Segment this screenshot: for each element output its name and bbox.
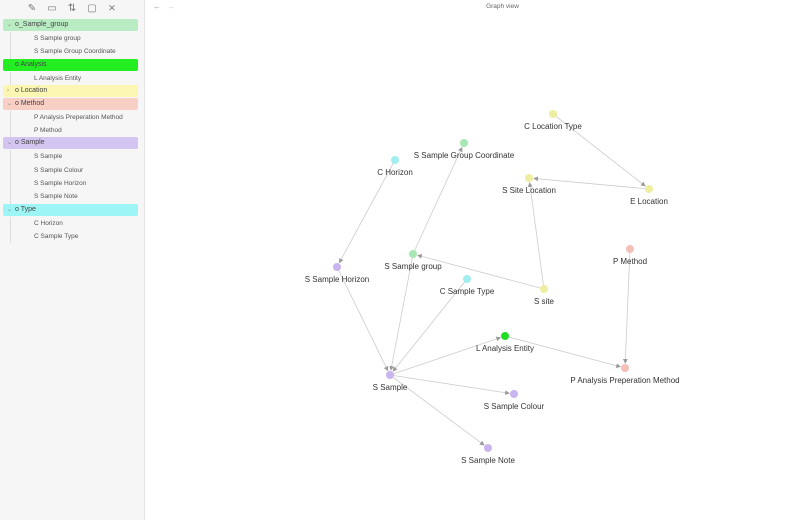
- file-item[interactable]: S Sample Horizon: [10, 177, 144, 191]
- file-item[interactable]: L Analysis Entity: [10, 71, 144, 85]
- graph-edge: [336, 266, 389, 372]
- folder-label: o Analysis: [15, 60, 47, 68]
- graph-node-label[interactable]: S site: [534, 297, 555, 306]
- graph-edge: [389, 336, 502, 376]
- back-arrow-icon[interactable]: ←: [153, 2, 161, 11]
- graph-node-label[interactable]: C Horizon: [377, 168, 413, 177]
- folder-0[interactable]: ⌄o_Sample_group: [3, 19, 138, 31]
- graph-node-label[interactable]: C Sample Type: [440, 287, 495, 296]
- file-item[interactable]: S Sample Colour: [10, 163, 144, 178]
- graph-node[interactable]: [463, 275, 471, 283]
- graph-node-label[interactable]: S Sample group: [384, 262, 442, 271]
- graph-edge: [389, 374, 485, 446]
- graph-node-label[interactable]: E Location: [630, 197, 668, 206]
- graph-node-label[interactable]: S Sample Colour: [484, 402, 545, 411]
- graph-node[interactable]: [501, 332, 509, 340]
- graph-node[interactable]: [540, 285, 548, 293]
- graph-node[interactable]: [626, 245, 634, 253]
- file-item[interactable]: C Horizon: [10, 216, 144, 230]
- graph-node-label[interactable]: C Location Type: [524, 122, 582, 131]
- graph-edge: [504, 335, 621, 369]
- graph-node-label[interactable]: P Method: [613, 257, 647, 266]
- graph-node[interactable]: [549, 110, 557, 118]
- folder-5[interactable]: ⌄o Type: [3, 203, 138, 216]
- folder-3[interactable]: ⌄o Method: [3, 97, 138, 110]
- file-item[interactable]: S Sample Note: [10, 190, 144, 204]
- graph-node[interactable]: [645, 185, 653, 193]
- graph-edge: [552, 113, 646, 187]
- graph-node[interactable]: [460, 139, 468, 147]
- graph-edge: [622, 248, 631, 364]
- file-item[interactable]: S Sample Group Coordinate: [10, 45, 144, 59]
- chevron-down-icon[interactable]: ⌄: [7, 206, 13, 213]
- folder-label: o Type: [15, 205, 36, 213]
- sort-icon[interactable]: ⇅: [67, 3, 77, 14]
- new-note-icon[interactable]: ✎: [27, 3, 37, 14]
- graph-node[interactable]: [621, 364, 629, 372]
- folder-label: o Method: [15, 99, 45, 107]
- graph-node-label[interactable]: S Sample Group Coordinate: [414, 151, 515, 160]
- graph-edge: [412, 146, 463, 255]
- folder-label: o_Sample_group: [15, 21, 69, 28]
- graph-edge: [533, 176, 650, 190]
- graph-header: ← → Graph view: [145, 0, 800, 14]
- collapse-panel-icon[interactable]: ▢: [87, 3, 97, 14]
- chevron-down-icon[interactable]: ⌄: [7, 140, 13, 147]
- file-item[interactable]: P Analysis Preperation Method: [10, 110, 144, 125]
- graph-edge: [417, 254, 545, 290]
- graph-node[interactable]: [484, 444, 492, 452]
- chevron-down-icon[interactable]: ⌄: [7, 100, 13, 107]
- new-folder-icon[interactable]: ▭: [47, 3, 57, 14]
- graph-edge: [392, 278, 468, 372]
- folder-label: o Location: [15, 86, 48, 94]
- graph-edge: [339, 159, 396, 264]
- graph-node[interactable]: [409, 250, 417, 258]
- graph-node-label[interactable]: S Sample Note: [461, 456, 515, 465]
- graph-node-label[interactable]: L Analysis Entity: [476, 344, 534, 353]
- collapse-all-icon[interactable]: ⨯: [107, 3, 117, 14]
- view-title: Graph view: [486, 3, 519, 10]
- chevron-down-icon[interactable]: ⌄: [7, 22, 13, 28]
- graph-node[interactable]: [525, 174, 533, 182]
- graph-node-label[interactable]: S Site Location: [502, 186, 556, 195]
- forward-arrow-icon[interactable]: →: [167, 2, 175, 11]
- file-item[interactable]: S Sample: [10, 150, 144, 164]
- graph-edge: [389, 374, 510, 396]
- folder-2[interactable]: › o Location: [3, 84, 138, 97]
- graph-node[interactable]: [333, 263, 341, 271]
- folder-4[interactable]: ⌄o Sample: [3, 137, 138, 150]
- graph-node[interactable]: [510, 390, 518, 398]
- graph-node[interactable]: [391, 156, 399, 164]
- graph-node-label[interactable]: S Sample Horizon: [305, 275, 369, 284]
- folder-1[interactable]: ⌄o Analysis: [3, 58, 138, 71]
- graph-canvas[interactable]: C Location Type S Sample Group Coordinate…: [145, 0, 800, 520]
- graph-node[interactable]: [386, 371, 394, 379]
- graph-edge: [527, 182, 545, 290]
- explorer-toolbar: ✎ ▭ ⇅ ▢ ⨯: [0, 0, 144, 18]
- file-item[interactable]: S Sample group: [10, 32, 144, 46]
- chevron-right-icon[interactable]: ›: [7, 87, 9, 94]
- graph-node-label[interactable]: P Analysis Preperation Method: [570, 376, 679, 385]
- folder-label: o Sample: [15, 139, 45, 147]
- graph-node-label[interactable]: S Sample: [373, 383, 408, 392]
- chevron-down-icon[interactable]: ⌄: [7, 61, 13, 68]
- file-item[interactable]: P Method: [10, 124, 144, 138]
- file-item[interactable]: C Sample Type: [10, 229, 144, 244]
- graph-edge: [389, 253, 414, 371]
